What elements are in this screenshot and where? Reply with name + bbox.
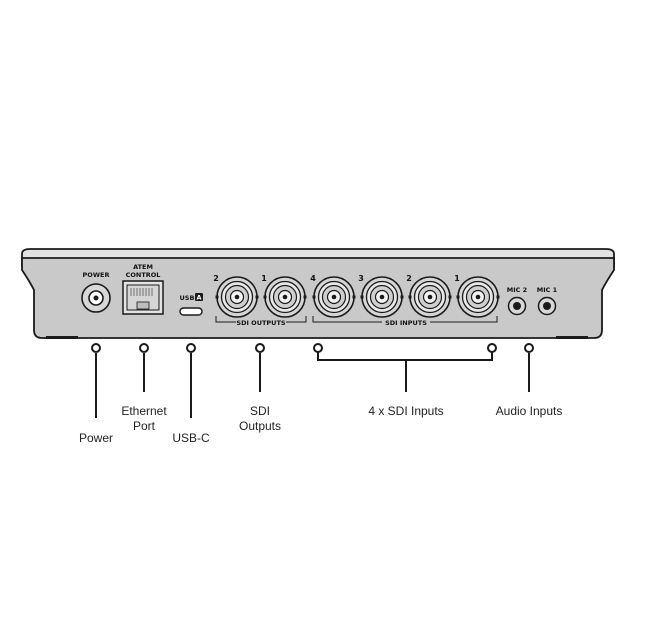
callout-sdi-inputs: 4 x SDI Inputs xyxy=(368,404,443,418)
callout-leaders xyxy=(91,343,534,418)
mic2-jack xyxy=(507,296,527,316)
bnc-connectors xyxy=(215,276,500,318)
mic1-jack xyxy=(537,296,557,316)
sdi-inputs-group: 4 3 2 1 SDI INPUTS xyxy=(310,274,498,327)
usb-c-port: USB A xyxy=(179,293,203,316)
callout-sdi-outputs-line2: Outputs xyxy=(239,419,281,433)
sdi-input-bnc-connector xyxy=(408,276,452,318)
sdi-outputs-panel-label: SDI OUTPUTS xyxy=(236,319,285,327)
sdi-inputs-panel-label: SDI INPUTS xyxy=(385,319,427,327)
atem-label-line1: ATEM xyxy=(133,263,153,271)
sdi-input-bnc-connector xyxy=(312,276,356,318)
sdi-input-number: 2 xyxy=(406,274,412,283)
ethernet-leader xyxy=(139,343,149,392)
sdi-input-number: 3 xyxy=(358,274,364,283)
callout-usbc: USB-C xyxy=(172,431,210,445)
ethernet-port: ATEM CONTROL xyxy=(122,263,164,315)
sdi-input-number: 1 xyxy=(454,274,460,283)
power-connector: POWER xyxy=(81,271,111,313)
sdi-input-bnc-connector xyxy=(456,276,500,318)
sdi-input-bnc-connector xyxy=(360,276,404,318)
audio-inputs-leader xyxy=(524,343,534,392)
power-panel-label: POWER xyxy=(83,271,110,279)
mic1-panel-label: MIC 1 xyxy=(537,286,558,294)
atem-label-line2: CONTROL xyxy=(126,271,161,279)
callout-power: Power xyxy=(79,431,113,445)
callout-ethernet-line1: Ethernet xyxy=(121,404,167,418)
sdi-outputs-leader xyxy=(255,343,265,392)
sdi-input-number: 4 xyxy=(310,274,316,283)
sdi-output-bnc-connector xyxy=(215,276,259,318)
audio-inputs-group: MIC 2 MIC 1 xyxy=(507,286,558,316)
sdi-output-bnc-connector xyxy=(263,276,307,318)
sdi-outputs-group: 2 1 SDI OUTPUTS xyxy=(213,274,307,327)
usb-panel-label: USB xyxy=(180,294,195,302)
sdi-inputs-leader xyxy=(313,343,497,392)
callout-ethernet-line2: Port xyxy=(133,419,156,433)
sdi-output-number: 1 xyxy=(261,274,267,283)
callout-sdi-outputs-line1: SDI xyxy=(250,404,270,418)
callout-audio-inputs: Audio Inputs xyxy=(496,404,563,418)
power-leader xyxy=(91,343,101,418)
usb-badge-label: A xyxy=(196,294,201,302)
usbc-leader xyxy=(186,343,196,418)
sdi-output-number: 2 xyxy=(213,274,219,283)
mic2-panel-label: MIC 2 xyxy=(507,286,527,294)
callout-labels: Power Ethernet Port USB-C SDI Outputs 4 … xyxy=(79,404,562,445)
